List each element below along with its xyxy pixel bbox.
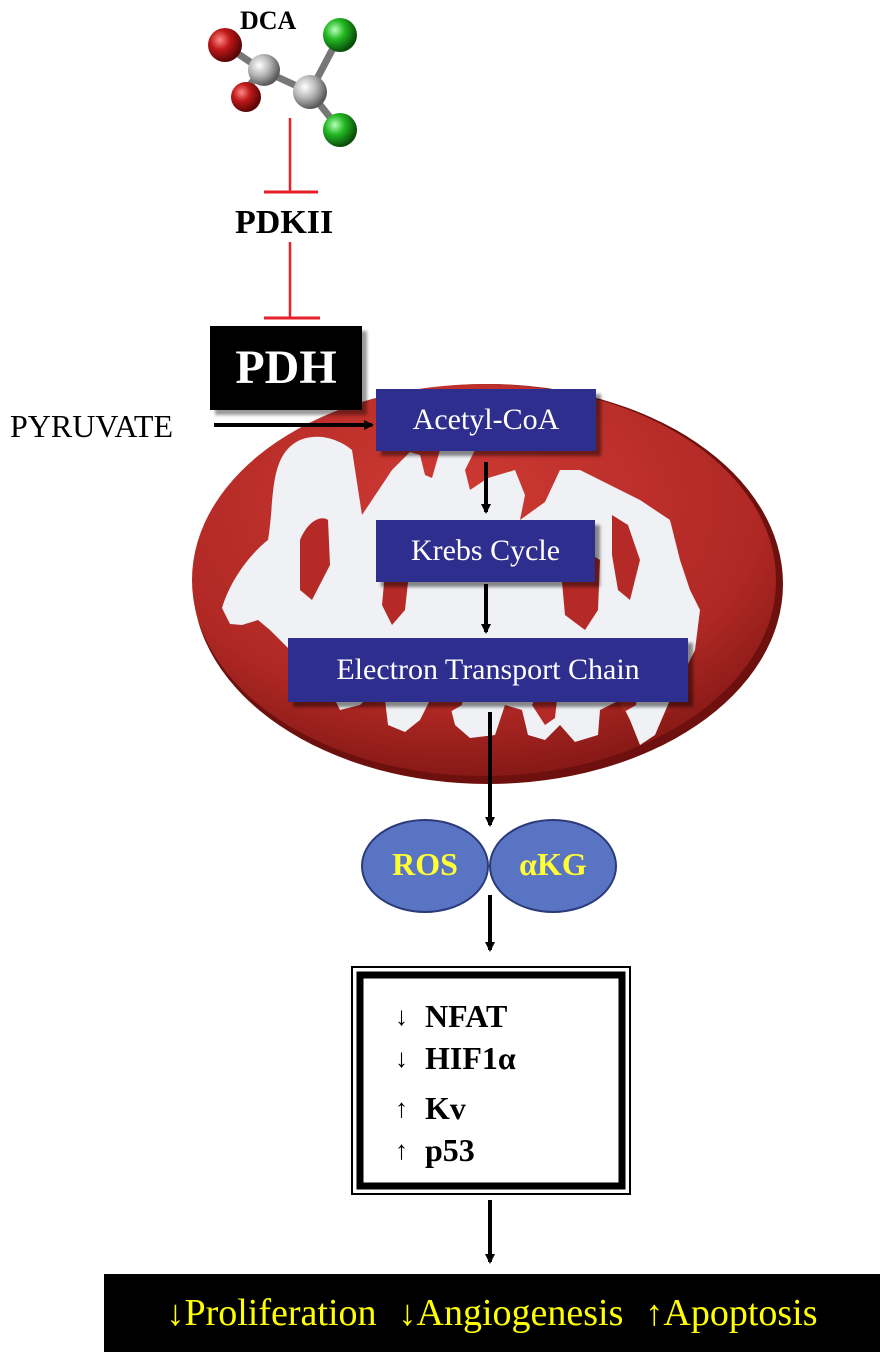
factor-row: ↑ Kv <box>395 1090 466 1127</box>
krebs-cycle-label: Krebs Cycle <box>410 534 561 567</box>
up-arrow-icon: ↑ <box>645 1293 664 1333</box>
pdh-box: PDH <box>210 326 362 410</box>
factor-name: NFAT <box>425 998 508 1034</box>
up-arrow-icon: ↑ <box>395 1136 408 1165</box>
pdh-label: PDH <box>235 341 337 394</box>
factor-row: ↓ NFAT <box>395 998 507 1035</box>
factor-name: Kv <box>425 1090 466 1126</box>
outcome-label: Proliferation <box>184 1292 377 1334</box>
outcome-label: Angiogenesis <box>416 1292 624 1334</box>
factor-box <box>351 966 631 1195</box>
down-arrow-icon: ↓ <box>395 1002 408 1031</box>
factor-row: ↑ p53 <box>395 1132 475 1169</box>
akg-ellipse <box>489 819 617 913</box>
outcomes-row: ↓Proliferation ↓Angiogenesis ↑Apoptosis <box>104 1274 880 1352</box>
etc-label: Electron Transport Chain <box>336 653 640 686</box>
factor-name: HIF1α <box>425 1040 516 1076</box>
down-arrow-icon: ↓ <box>395 1044 408 1073</box>
outcome-proliferation: ↓Proliferation <box>166 1291 376 1335</box>
ros-ellipse <box>361 819 489 913</box>
krebs-cycle-box: Krebs Cycle <box>376 520 595 582</box>
dca-label: DCA <box>240 6 297 35</box>
inhibition-dca-pdkii <box>264 118 318 194</box>
outcome-apoptosis: ↑Apoptosis <box>645 1291 817 1335</box>
etc-box: Electron Transport Chain <box>288 638 688 702</box>
pdkii-label: PDKII <box>235 204 334 241</box>
akg-label: αKG <box>519 846 587 882</box>
ros-label: ROS <box>392 846 458 882</box>
down-arrow-icon: ↓ <box>398 1293 417 1333</box>
up-arrow-icon: ↑ <box>395 1094 408 1123</box>
outcome-bar <box>104 1274 880 1352</box>
down-arrow-icon: ↓ <box>166 1293 185 1333</box>
acetyl-coa-label: Acetyl-CoA <box>412 403 560 436</box>
outcome-label: Apoptosis <box>663 1292 818 1334</box>
outcome-angiogenesis: ↓Angiogenesis <box>399 1291 624 1335</box>
factor-name: p53 <box>425 1132 475 1168</box>
inhibition-pdkii-pdh <box>264 242 320 320</box>
dca-molecule-icon <box>208 18 357 147</box>
pyruvate-label: PYRUVATE <box>10 408 173 444</box>
acetyl-coa-box: Acetyl-CoA <box>376 389 596 451</box>
factor-row: ↓ HIF1α <box>395 1040 516 1077</box>
